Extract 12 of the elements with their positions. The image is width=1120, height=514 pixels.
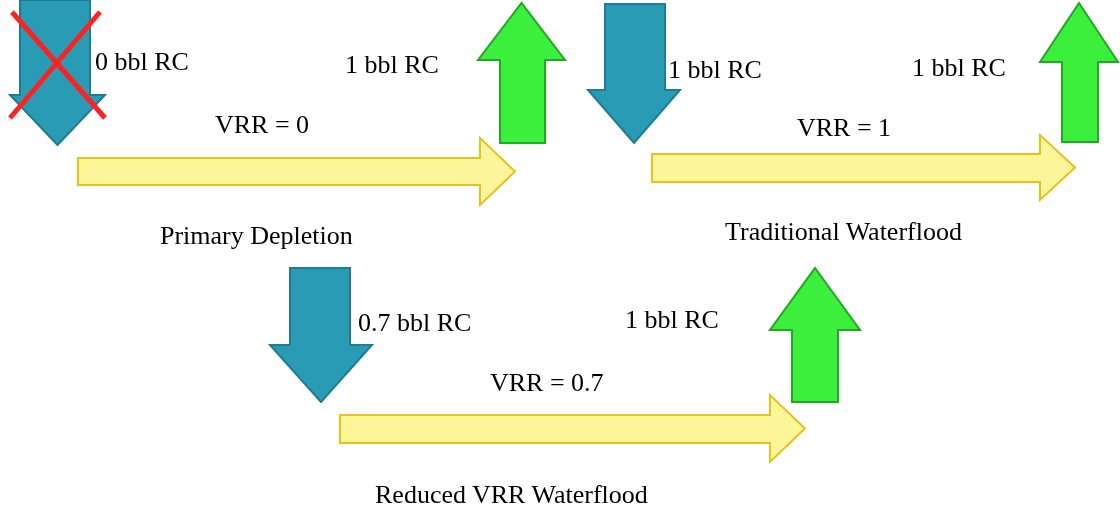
- volume-label: 1 bbl RC: [668, 55, 762, 85]
- ratio-label: VRR = 0: [215, 110, 310, 140]
- scenario-title: Traditional Waterflood: [725, 217, 962, 247]
- scenario-title: Reduced VRR Waterflood: [375, 480, 648, 510]
- volume-label: 1 bbl RC: [625, 305, 719, 335]
- volume-label: 1 bbl RC: [345, 50, 439, 80]
- ratio-label: VRR = 1: [797, 113, 892, 143]
- volume-label: 1 bbl RC: [912, 53, 1006, 83]
- scenario-title: Primary Depletion: [160, 221, 353, 251]
- volume-label: 0.7 bbl RC: [358, 308, 472, 338]
- ratio-label: VRR = 0.7: [490, 368, 604, 398]
- volume-label: 0 bbl RC: [95, 47, 189, 77]
